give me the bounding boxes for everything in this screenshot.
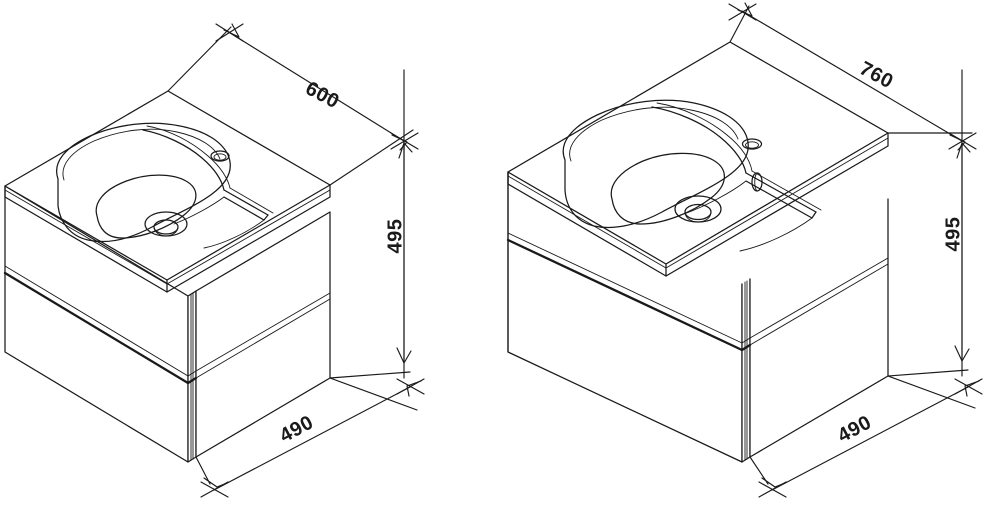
ext-line-right-bottomright	[887, 369, 969, 377]
ext-line-right-top	[729, 5, 750, 43]
tap-hole-right	[741, 138, 763, 150]
dimension-label-760: 760	[856, 57, 897, 93]
dimension-right-height	[954, 142, 971, 362]
ext-line-left-front	[195, 456, 211, 485]
dimension-left-height	[396, 140, 413, 364]
basin-bowl-left	[56, 122, 274, 249]
ext-line-left-top	[167, 26, 232, 92]
ext-line-left-topright	[329, 129, 414, 186]
dimension-left-depth	[200, 378, 425, 498]
left-view	[3, 90, 331, 463]
dimension-label-490-right: 490	[834, 411, 875, 447]
dimension-right-width	[728, 2, 977, 151]
cabinet-body-left	[3, 185, 331, 463]
right-view-dimensions: 760 495 490	[728, 2, 983, 498]
dimension-label-490-left: 490	[276, 411, 317, 447]
dimension-right-depth	[758, 378, 983, 498]
ext-line-left-depthright	[329, 377, 418, 411]
ext-line-right-depthright	[887, 375, 976, 409]
right-view	[506, 41, 889, 463]
ext-line-left-bottomright	[329, 371, 411, 379]
dimension-label-600: 600	[302, 77, 343, 113]
basin-bowl-right	[562, 99, 822, 252]
cabinet-body-right	[506, 171, 889, 463]
dimension-left-width	[215, 23, 419, 151]
dimension-label-495-left: 495	[384, 219, 406, 254]
tap-hole-left	[210, 150, 230, 162]
dimension-label-495-right: 495	[942, 217, 964, 252]
washbasin-countertop-right	[507, 41, 889, 277]
